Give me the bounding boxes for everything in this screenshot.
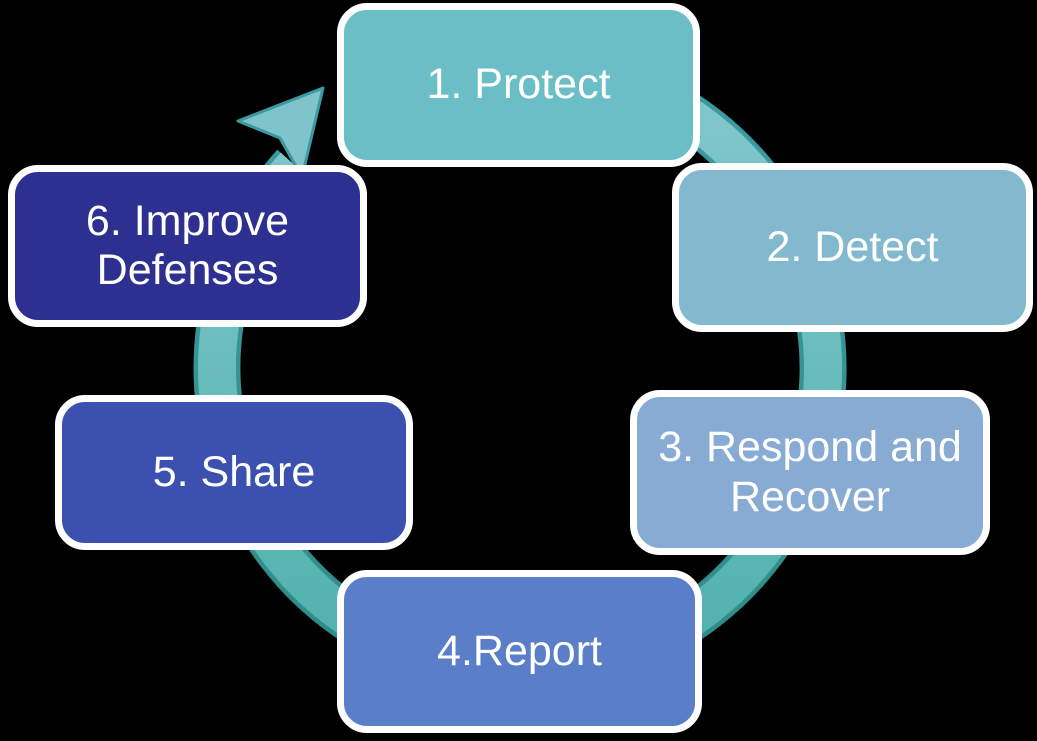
step-label: 4.Report xyxy=(437,626,602,675)
step-label: 3. Respond and Recover xyxy=(658,423,962,521)
step-3-respond-and-recover: 3. Respond and Recover xyxy=(630,390,990,555)
step-1-protect: 1. Protect xyxy=(337,3,700,167)
step-label: 5. Share xyxy=(152,447,316,496)
step-5-share: 5. Share xyxy=(55,395,413,550)
step-label: 1. Protect xyxy=(426,60,611,109)
step-label: 6. Improve Defenses xyxy=(85,196,290,294)
arrowhead-icon xyxy=(236,86,325,179)
step-label: 2. Detect xyxy=(766,222,939,271)
step-4-report: 4.Report xyxy=(337,570,702,733)
step-2-detect: 2. Detect xyxy=(672,163,1033,332)
step-6-improve-defenses: 6. Improve Defenses xyxy=(8,165,367,327)
